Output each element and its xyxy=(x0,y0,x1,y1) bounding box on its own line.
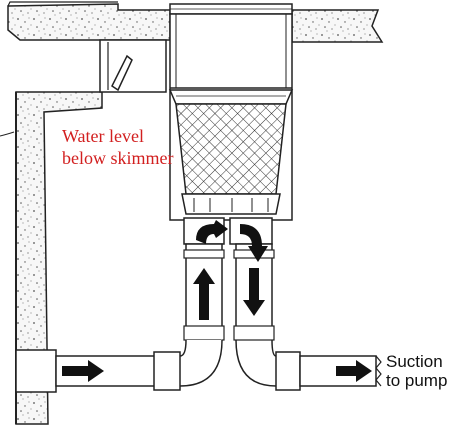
inlet-flow-arrow xyxy=(62,360,104,382)
top-curve-arrow xyxy=(196,220,228,244)
weir-flap xyxy=(111,54,133,92)
skimmer-basket-rim xyxy=(168,89,294,105)
water-level-label-line2: below skimmer xyxy=(62,148,174,168)
stray-leader-line xyxy=(0,131,15,137)
top-curve-down-arrow xyxy=(240,224,268,262)
pool-coping-left xyxy=(7,1,171,41)
suction-label-line2: to pump xyxy=(386,371,448,390)
skimmer-basket xyxy=(175,103,287,195)
skimmer-basket-base xyxy=(181,193,281,215)
inlet-pipe xyxy=(15,336,223,393)
suction-label: Suction to pump xyxy=(386,352,447,390)
outlet-flow-arrow xyxy=(336,360,372,382)
riser-up-arrow xyxy=(193,268,215,320)
water-level-label: Water level below skimmer xyxy=(62,125,173,169)
riser-down-arrow xyxy=(243,268,265,316)
pool-deck-right xyxy=(291,9,384,43)
water-level-label-line1: Water level xyxy=(62,126,145,146)
suction-label-line1: Suction xyxy=(386,352,443,371)
skimmer-throat xyxy=(99,39,167,93)
flow-arrows xyxy=(62,220,372,382)
skimmer-lid xyxy=(169,3,293,15)
